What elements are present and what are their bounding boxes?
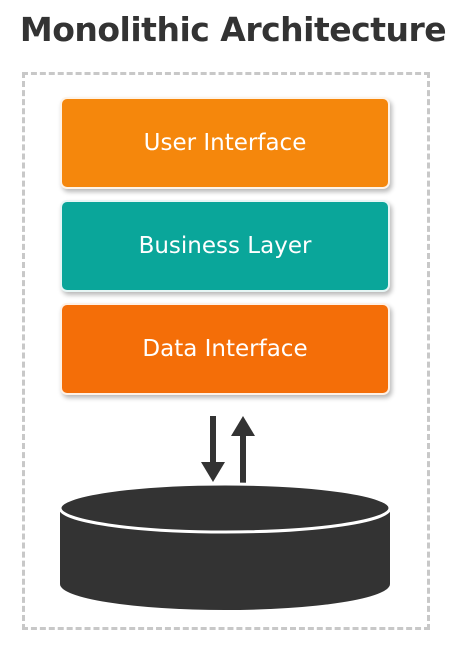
- arrow-down-icon: [201, 416, 225, 482]
- user-interface-label: User Interface: [143, 130, 307, 156]
- data-flow-arrows: [201, 416, 255, 484]
- business-layer-label: Business Layer: [138, 233, 312, 259]
- arrow-up-icon: [231, 416, 255, 484]
- data-interface-layer: Data Interface: [60, 303, 390, 395]
- database-cylinder-icon: [58, 482, 392, 610]
- user-interface-layer: User Interface: [60, 97, 390, 189]
- data-interface-label: Data Interface: [142, 336, 308, 362]
- diagram-title: Monolithic Architecture: [19, 10, 447, 49]
- business-layer: Business Layer: [60, 200, 390, 292]
- application-boundary: [22, 72, 430, 630]
